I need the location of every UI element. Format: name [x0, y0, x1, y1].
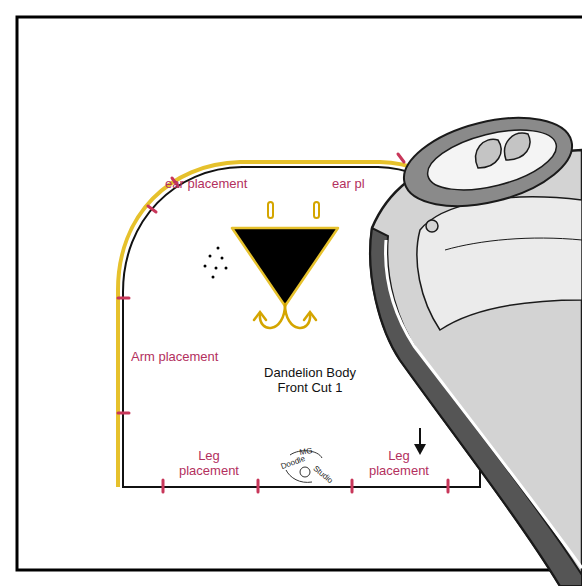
- iron-body: [370, 150, 582, 586]
- placement-label: Leg placement: [170, 449, 248, 479]
- freckle: [204, 265, 207, 268]
- iron-panel: [417, 197, 582, 330]
- freckle: [225, 267, 228, 270]
- logo-text: Doodle: [275, 452, 310, 472]
- placement-label: Arm placement: [131, 350, 261, 365]
- leg-tick: [447, 480, 450, 492]
- iron-illustration: [370, 102, 582, 586]
- iron-handle: [395, 102, 581, 221]
- arm-tick: [118, 297, 129, 300]
- freckle: [209, 255, 212, 258]
- freckle-dots: [204, 247, 228, 279]
- ear-tick: [398, 154, 404, 162]
- iron-button: [505, 133, 530, 160]
- freckle: [215, 267, 218, 270]
- iron-button: [476, 139, 501, 168]
- placement-label: Leg placement: [360, 449, 438, 479]
- piece-name: Dandelion Body Front Cut 1: [255, 366, 365, 396]
- logo-spool: [300, 467, 310, 477]
- eye-mark: [314, 202, 319, 218]
- mouth-curls: [254, 304, 316, 328]
- arm-tick: [118, 412, 129, 415]
- ear-tick: [148, 206, 156, 212]
- iron-seam: [445, 238, 582, 250]
- freckle: [221, 257, 224, 260]
- grain-arrow: [419, 428, 421, 446]
- grain-arrowhead: [414, 444, 426, 455]
- eye-mark: [268, 202, 273, 218]
- iron-handle-opening: [422, 119, 563, 201]
- freckle: [217, 247, 220, 250]
- freckle: [212, 276, 215, 279]
- leg-tick: [351, 480, 354, 492]
- nose-triangle: [232, 228, 338, 306]
- mouth-arrowhead: [304, 312, 316, 320]
- leg-tick: [257, 480, 260, 492]
- placement-label: ear placement: [165, 177, 275, 192]
- mouth-arrowhead: [254, 312, 266, 320]
- iron-light: [426, 220, 438, 232]
- leg-tick: [162, 480, 165, 492]
- placement-label: ear pl: [332, 177, 372, 192]
- logo-text: Studio: [307, 460, 339, 489]
